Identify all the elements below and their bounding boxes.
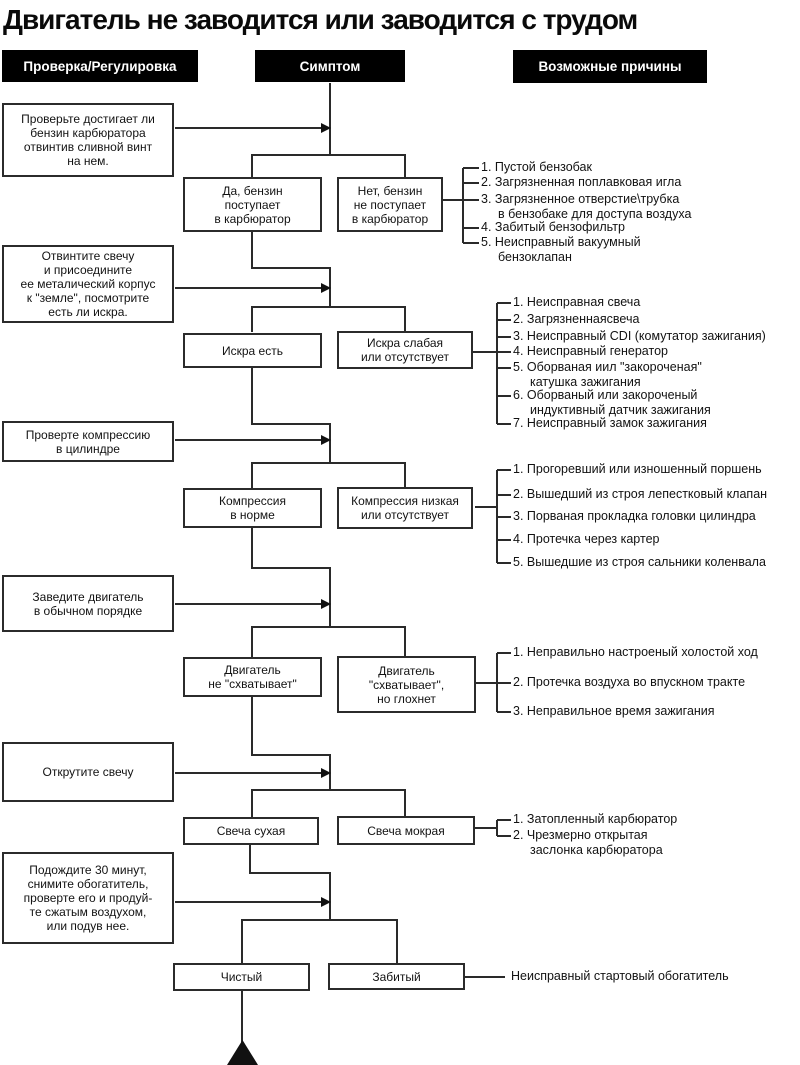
symptom-box-fuel-no: Нет, бензин не поступает в карбюратор <box>337 177 443 232</box>
column-header-symptom: Симптом <box>255 50 405 82</box>
cause-item: Неисправный стартовый обогатитель <box>511 969 729 983</box>
symptom-box-fuel-yes: Да, бензин поступает в карбюратор <box>183 177 322 232</box>
cause-item: 4. Забитый бензофильтр <box>481 220 625 234</box>
cause-item: 2. Загрязненнаясвеча <box>513 312 640 326</box>
symptom-box-compression-ok: Компрессия в норме <box>183 488 322 528</box>
cause-item: 1. Прогоревший или изношенный поршень <box>513 462 762 476</box>
cause-item: 5. Оборваная иил "закороченая" катушка з… <box>513 360 702 389</box>
flow-line <box>251 227 331 308</box>
cause-bracket <box>473 302 511 425</box>
page-title: Двигатель не заводится или заводится с т… <box>3 4 638 35</box>
cause-item: 1. Неправильно настроеный холостой ход <box>513 645 758 659</box>
cause-item: 6. Оборваный или закороченый индуктивный… <box>513 388 711 417</box>
cause-bracket <box>475 819 511 837</box>
symptom-box-spark-yes: Искра есть <box>183 333 322 368</box>
cause-item: 3. Неисправный CDI (комутатор зажигания) <box>513 329 766 343</box>
arrow-icon <box>321 897 331 907</box>
flow-line <box>251 306 406 332</box>
symptom-box-plug-wet: Свеча мокрая <box>337 816 475 845</box>
cause-item: 2. Чрезмерно открытая заслонка карбюрато… <box>513 828 663 857</box>
check-box-start-engine: Заведите двигатель в обычном порядке <box>2 575 174 632</box>
cause-item: 1. Пустой бензобак <box>481 160 592 174</box>
arrow-icon <box>321 283 331 293</box>
symptom-box-catches-stalls: Двигатель "схватывает", но глохнет <box>337 656 476 713</box>
check-box-fuel-delivery: Проверьте достигает ли бензин карбюратор… <box>2 103 174 177</box>
cause-item: 4. Протечка через картер <box>513 532 660 546</box>
arrow-icon <box>321 435 331 445</box>
check-box-choke: Подождите 30 минут, снимите обогатитель,… <box>2 852 174 944</box>
cause-item: 4. Неисправный генератор <box>513 344 668 358</box>
cause-item: 2. Протечка воздуха во впускном тракте <box>513 675 746 689</box>
symptom-box-plug-dry: Свеча сухая <box>183 817 319 845</box>
arrow-icon <box>321 123 331 133</box>
flow-line <box>251 527 331 628</box>
symptom-box-no-catch: Двигатель не "схватывает" <box>183 657 322 697</box>
flow-line <box>251 626 406 658</box>
check-box-spark: Отвинтите свечу и присоедините ее метали… <box>2 245 174 323</box>
flow-line <box>251 696 331 791</box>
symptom-box-spark-weak: Искра слабая или отсутствует <box>337 331 473 369</box>
cause-item: 3. Неправильное время зажигания <box>513 704 715 718</box>
symptom-box-choke-clogged: Забитый <box>328 963 465 990</box>
arrow-icon <box>321 768 331 778</box>
cause-item: 2. Вышедший из строя лепестковый клапан <box>513 487 768 501</box>
column-header-causes: Возможные причины <box>513 50 707 83</box>
cause-bracket <box>443 167 479 244</box>
continuation-triangle-icon <box>227 1040 258 1065</box>
cause-item: 7. Неисправный замок зажигания <box>513 416 707 430</box>
flow-line <box>249 844 331 921</box>
flow-line <box>241 919 398 964</box>
cause-item: 1. Неисправная свеча <box>513 295 641 309</box>
check-box-compression: Проверте компрессию в цилиндре <box>2 421 174 462</box>
check-box-remove-plug: Открутите свечу <box>2 742 174 802</box>
flow-line <box>251 462 406 489</box>
flow-line <box>251 367 331 464</box>
cause-item: 1. Затопленный карбюратор <box>513 812 678 826</box>
cause-item: 5. Неисправный вакуумный бензоклапан <box>481 235 641 264</box>
cause-item: 3. Порваная прокладка головки цилиндра <box>513 509 756 523</box>
symptom-box-choke-clean: Чистый <box>173 963 310 991</box>
cause-item: 5. Вышедшие из строя сальники коленвала <box>513 555 766 569</box>
flow-line <box>251 154 406 178</box>
cause-bracket <box>475 469 511 564</box>
arrow-icon <box>321 599 331 609</box>
cause-item: 3. Загрязненное отверстие\трубка в бензо… <box>481 192 692 221</box>
cause-item: 2. Загрязненная поплавковая игла <box>481 175 682 189</box>
column-header-check: Проверка/Регулировка <box>2 50 198 82</box>
cause-bracket <box>476 652 511 713</box>
flow-line <box>251 789 406 818</box>
symptom-box-compression-low: Компрессия низкая или отсутствует <box>337 487 473 529</box>
